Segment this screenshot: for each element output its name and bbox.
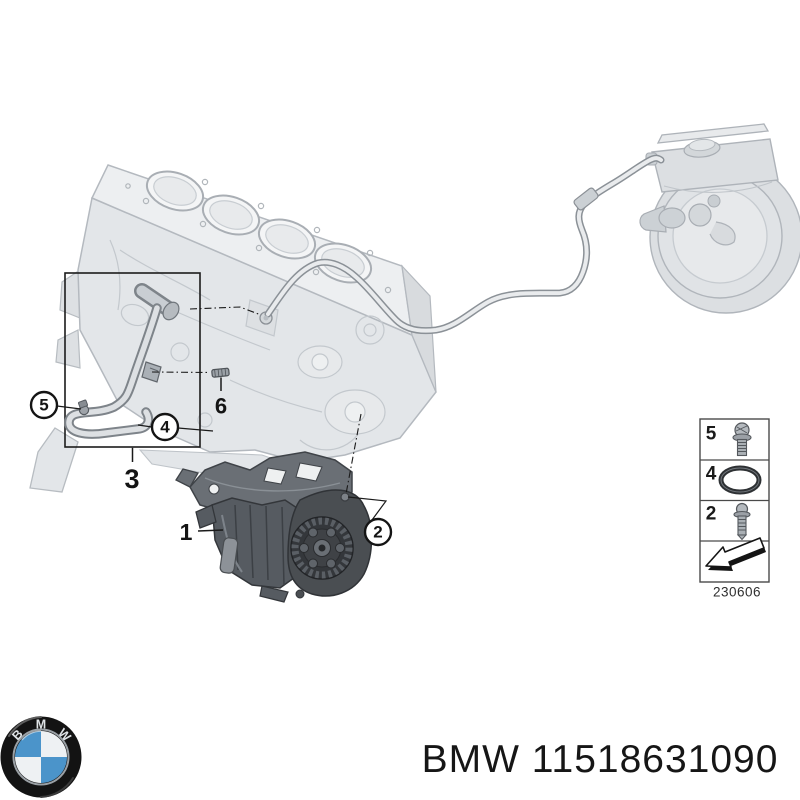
leader-stud-dashdot xyxy=(151,371,211,374)
pump-port-stub xyxy=(219,537,239,574)
legend-panel: 5 4 2 xyxy=(699,418,770,583)
part-number: BMW 11518631090 xyxy=(422,738,779,781)
callout-2-label: 2 xyxy=(373,523,382,542)
bmw-roundel-logo: B M W xyxy=(0,716,82,798)
hose-detail-box xyxy=(64,272,201,448)
engine-casting-details xyxy=(109,239,386,451)
deck-bolt-holes xyxy=(125,178,392,294)
pump-sprocket-gear xyxy=(290,516,354,580)
leader-hose-to-pipe-dashdot xyxy=(189,306,262,316)
callout-5-label: 5 xyxy=(39,396,48,415)
callout-1-label: 1 xyxy=(180,519,193,545)
callout-2: 2 xyxy=(363,517,393,547)
o-ring-icon xyxy=(718,465,762,495)
mounting-stud xyxy=(211,367,230,378)
vacuum-pipe-illustration xyxy=(259,154,665,335)
pipe-union-fitting xyxy=(573,187,599,211)
callout-5: 5 xyxy=(29,390,59,420)
leader-callout-5 xyxy=(56,405,82,410)
callout-4-label: 4 xyxy=(160,418,170,437)
hose-bracket xyxy=(141,361,162,383)
legend-item-bolt-5: 5 xyxy=(706,422,752,457)
legend-label-4: 4 xyxy=(706,464,717,485)
legend-label-2: 2 xyxy=(706,504,717,525)
leader-callout-4-right xyxy=(177,427,214,432)
vacuum-pump-illustration xyxy=(175,451,373,603)
pump-flange-bolt xyxy=(340,492,350,502)
legend-date-code: 230606 xyxy=(713,585,761,600)
legend-item-oring-4: 4 xyxy=(706,464,762,495)
callout-3-box xyxy=(64,272,201,448)
legend-item-bolt-2: 2 xyxy=(706,502,751,541)
leader-callout-1 xyxy=(197,529,224,532)
legend-label-5: 5 xyxy=(706,424,717,445)
legend-item-direction xyxy=(705,537,766,571)
bolt-icon xyxy=(732,422,752,457)
vacuum-hose-illustration xyxy=(64,283,180,439)
direction-arrow-icon xyxy=(705,537,766,571)
logo-letter-m: M xyxy=(36,718,46,732)
leader-callout-4-left xyxy=(137,424,153,428)
bolt-icon xyxy=(733,502,751,541)
callout-3-label: 3 xyxy=(124,464,139,494)
hose-clamp xyxy=(77,399,90,416)
callout-4: 4 xyxy=(150,412,180,442)
leader-lines xyxy=(56,306,388,532)
brake-fluid-reservoir xyxy=(645,123,779,193)
engine-block-illustration xyxy=(29,164,437,493)
cylinder-bores xyxy=(145,170,373,284)
brake-booster-illustration xyxy=(639,123,800,314)
callout-6-label: 6 xyxy=(215,394,227,419)
leader-callout-2-corner xyxy=(347,496,388,521)
